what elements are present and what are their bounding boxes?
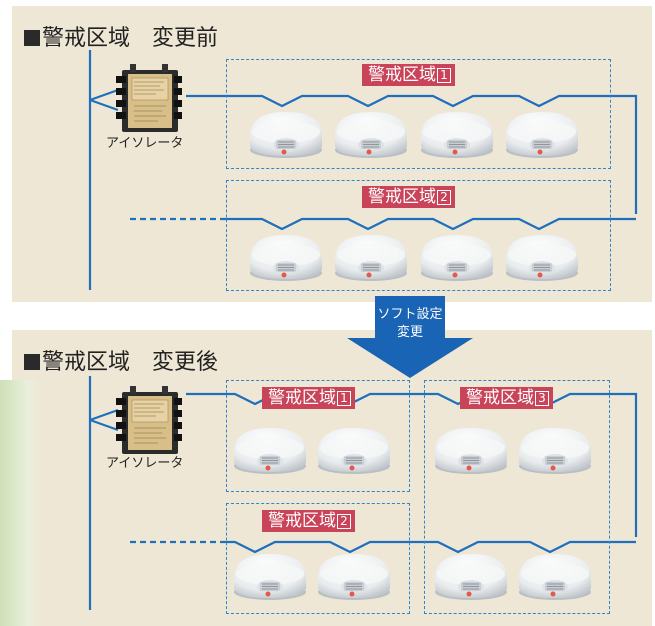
square-bullet-icon [24,30,40,46]
title-before: 警戒区域 変更前 [24,20,218,52]
zone2-wire-before [222,217,636,231]
isolator-connector-after [89,408,119,432]
zone2-3-wire-after [222,540,636,554]
zone-2-box-before [226,180,611,291]
smoke-detector-icon [232,546,308,602]
isolator-connector-before [89,88,119,112]
square-bullet-icon [24,354,40,370]
title-after: 警戒区域 変更後 [24,344,218,376]
smoke-detector-icon [248,104,324,160]
smoke-detector-icon [419,227,495,283]
down-arrow: ソフト設定 変更 [345,296,475,378]
smoke-detector-icon [419,104,495,160]
smoke-detector-icon [517,546,593,602]
zone-1-box-after [226,380,410,492]
zone1-3-wire-after [186,392,638,537]
isolator-label-after: アイソレータ [106,456,184,471]
zone-1-box-before [226,59,611,169]
down-arrow-icon [347,296,473,378]
smoke-detector-icon [433,420,509,476]
isolator-label-before: アイソレータ [106,136,184,151]
smoke-detector-icon [316,420,392,476]
zone-3-box-after [424,380,610,614]
smoke-detector-icon [316,546,392,602]
smoke-detector-icon [248,227,324,283]
background-leaf-decoration [0,380,40,626]
zone1-wire-before [186,94,638,214]
isolator-icon [114,64,184,136]
smoke-detector-icon [333,227,409,283]
smoke-detector-icon [504,227,580,283]
smoke-detector-icon [504,104,580,160]
smoke-detector-icon [517,420,593,476]
smoke-detector-icon [433,546,509,602]
smoke-detector-icon [333,104,409,160]
isolator-icon [114,386,184,458]
smoke-detector-icon [232,420,308,476]
arrow-text-line1: ソフト設定 [377,307,443,322]
zone-2-box-after [226,503,410,614]
arrow-text-line2: 変更 [396,325,423,340]
